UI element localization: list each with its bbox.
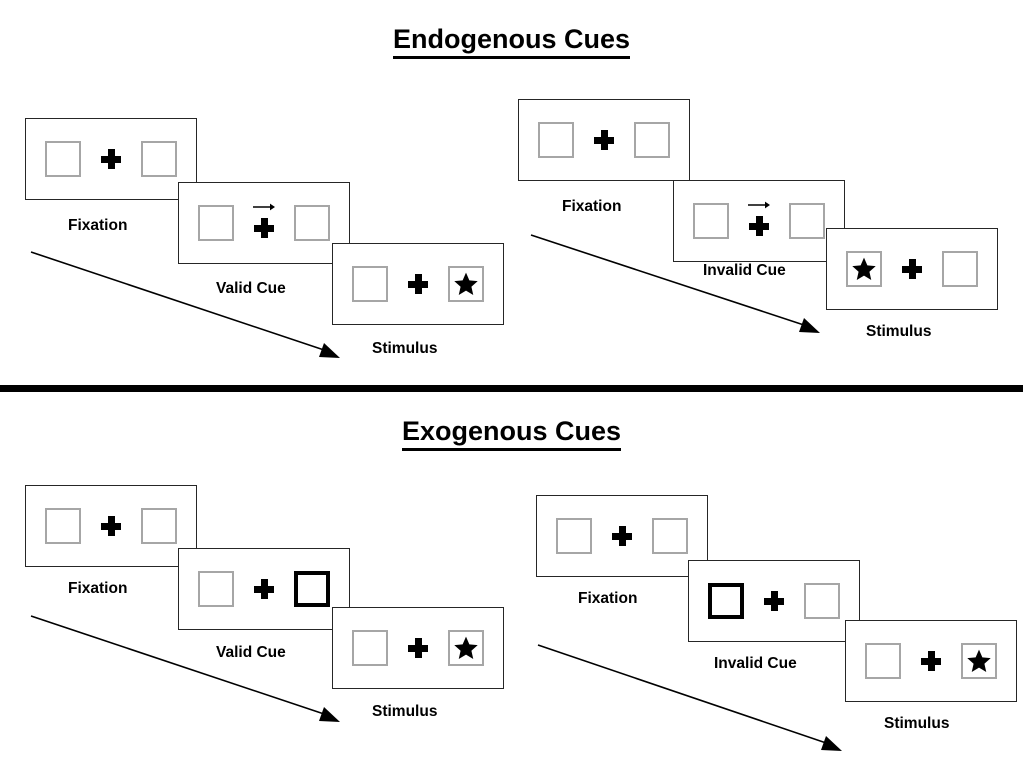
fixation-plus-icon: [921, 651, 941, 671]
fixation-cross-wrap: [252, 201, 276, 245]
panel-exogenous-valid-stimulus: [332, 607, 504, 689]
star-icon: [967, 649, 991, 672]
panel-exogenous-invalid-stimulus: [845, 620, 1017, 702]
caption-endogenous-valid-stimulus: Stimulus: [372, 340, 438, 357]
fixation-cross-wrap: [762, 579, 786, 623]
fixation-cross-wrap: [252, 567, 276, 611]
caption-endogenous-invalid-fixation: Fixation: [562, 198, 622, 215]
section-divider: [0, 385, 1023, 392]
panel-endogenous-invalid-fixation: [518, 99, 690, 181]
caption-exogenous-valid-fixation: Fixation: [68, 580, 128, 597]
stimulus-box-right: [961, 643, 997, 679]
caption-exogenous-valid-cue: Valid Cue: [216, 644, 286, 661]
panel-endogenous-valid-stimulus: [332, 243, 504, 325]
time-arrow-icon-exogenous-invalid: [537, 644, 842, 751]
stimulus-box-left: [846, 251, 882, 287]
stimulus-box-right: [652, 518, 688, 554]
panel-endogenous-valid-fixation: [25, 118, 197, 200]
fixation-plus-icon: [612, 526, 632, 546]
caption-exogenous-invalid-stimulus: Stimulus: [884, 715, 950, 732]
fixation-cross-wrap: [99, 137, 123, 181]
fixation-plus-icon: [254, 579, 274, 599]
caption-endogenous-valid-fixation: Fixation: [68, 217, 128, 234]
caption-exogenous-valid-stimulus: Stimulus: [372, 703, 438, 720]
fixation-plus-icon: [408, 638, 428, 658]
panel-endogenous-invalid-stimulus: [826, 228, 998, 310]
stimulus-box-left-cued: [708, 583, 744, 619]
fixation-cross-wrap: [99, 504, 123, 548]
panel-exogenous-valid-fixation: [25, 485, 197, 567]
caption-exogenous-invalid-cue: Invalid Cue: [714, 655, 797, 672]
fixation-cross-wrap: [406, 626, 430, 670]
fixation-cross-wrap: [406, 262, 430, 306]
fixation-plus-icon: [902, 259, 922, 279]
stimulus-box-right: [141, 508, 177, 544]
section-title-endogenous: Endogenous Cues: [0, 24, 1023, 59]
fixation-cross-wrap: [747, 199, 771, 243]
panel-exogenous-invalid-fixation: [536, 495, 708, 577]
stimulus-box-right: [141, 141, 177, 177]
fixation-plus-icon: [101, 149, 121, 169]
stimulus-box-right: [448, 266, 484, 302]
fixation-plus-icon: [408, 274, 428, 294]
stimulus-box-left: [198, 205, 234, 241]
panel-endogenous-invalid-cue: [673, 180, 845, 262]
stimulus-box-left: [198, 571, 234, 607]
star-icon: [852, 257, 876, 280]
fixation-plus-icon: [749, 216, 769, 236]
section-title-exogenous: Exogenous Cues: [0, 416, 1023, 451]
fixation-cross-wrap: [919, 639, 943, 683]
panel-endogenous-valid-cue: [178, 182, 350, 264]
panel-exogenous-valid-cue: [178, 548, 350, 630]
stimulus-box-left: [865, 643, 901, 679]
stimulus-box-right: [804, 583, 840, 619]
arrow-right-icon: [748, 201, 770, 209]
stimulus-box-left: [45, 508, 81, 544]
stimulus-box-left: [693, 203, 729, 239]
caption-endogenous-valid-cue: Valid Cue: [216, 280, 286, 297]
panel-exogenous-invalid-cue: [688, 560, 860, 642]
star-icon: [454, 636, 478, 659]
stimulus-box-left: [538, 122, 574, 158]
star-icon: [454, 272, 478, 295]
fixation-plus-icon: [764, 591, 784, 611]
stimulus-box-right-cued: [294, 571, 330, 607]
caption-endogenous-invalid-cue: Invalid Cue: [703, 262, 786, 279]
stimulus-box-right: [294, 205, 330, 241]
fixation-plus-icon: [594, 130, 614, 150]
fixation-cross-wrap: [610, 514, 634, 558]
stimulus-box-right: [448, 630, 484, 666]
time-arrow-icon-endogenous-valid: [30, 251, 340, 358]
fixation-plus-icon: [254, 218, 274, 238]
caption-exogenous-invalid-fixation: Fixation: [578, 590, 638, 607]
section-title-exogenous-text: Exogenous Cues: [401, 416, 622, 451]
stimulus-box-left: [352, 266, 388, 302]
fixation-cross-wrap: [900, 247, 924, 291]
fixation-cross-wrap: [592, 118, 616, 162]
section-title-endogenous-text: Endogenous Cues: [392, 24, 630, 59]
caption-endogenous-invalid-stimulus: Stimulus: [866, 323, 932, 340]
fixation-plus-icon: [101, 516, 121, 536]
arrow-right-icon: [253, 203, 275, 211]
stimulus-box-right: [942, 251, 978, 287]
stimulus-box-left: [45, 141, 81, 177]
stimulus-box-right: [634, 122, 670, 158]
stimulus-box-right: [789, 203, 825, 239]
stimulus-box-left: [556, 518, 592, 554]
stimulus-box-left: [352, 630, 388, 666]
